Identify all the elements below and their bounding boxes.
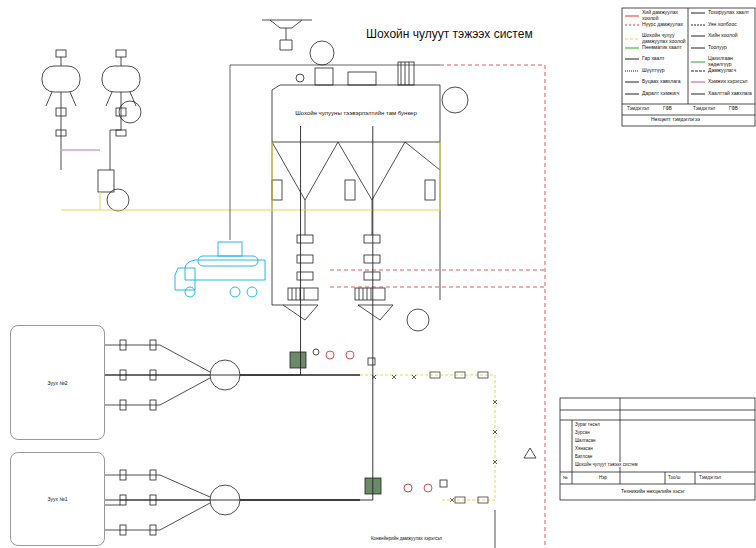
legend-swatch <box>690 59 706 65</box>
legend-swatch <box>624 68 640 74</box>
text-label: Шохойн чулуут тэжээх систем <box>574 462 639 467</box>
legend-text: Тоолуур <box>708 45 727 51</box>
legend-entry: Хаалттай хавхлага <box>690 91 754 97</box>
legend-entry: Шохойн чулуу дамжуулах хоолой <box>624 33 688 44</box>
legend-swatch <box>624 91 640 97</box>
legend-entry: Гар хаалт <box>624 56 688 62</box>
legend-swatch <box>690 10 706 16</box>
legend-swatch <box>624 45 640 51</box>
text-label: Тоо/ш <box>667 475 681 480</box>
legend-swatch <box>624 22 640 28</box>
legend-text: Уян холбоос <box>708 22 737 28</box>
text-label: Зураг төсөл <box>574 422 601 427</box>
legend-text: Хаалттай хавхлага <box>708 91 752 97</box>
legend-swatch <box>690 22 706 28</box>
text-label: Шалгасан <box>574 438 597 443</box>
legend-text: Хий дамжуулах хоолой <box>642 10 688 21</box>
legend-entry: Тохируулах хаалт <box>690 10 754 16</box>
legend-swatch <box>690 33 706 39</box>
text-label: № <box>562 475 569 480</box>
legend-swatch <box>624 56 640 62</box>
pipe-connector <box>105 126 373 500</box>
legend-entry: Дамжуулагч <box>690 68 754 74</box>
legend-entry: Шүүлтүүр <box>624 68 688 74</box>
text-label: Техникийн нөхцөлийн хэсэг <box>620 489 686 495</box>
legend-text: Гар хаалт <box>642 56 665 62</box>
node-label: Зуух №2 <box>47 380 67 386</box>
legend-entry: Пневматик хаалт <box>624 45 688 51</box>
legend-text: Хийн хоолой <box>708 33 738 39</box>
legend-entry: Хэмжих хэрэгсэл <box>690 79 754 85</box>
node-label: Шохойн чулууны тээвэрлэлтийн там бункер <box>295 110 417 116</box>
furnace-box: Зуух №1 <box>10 452 105 546</box>
text-label: ГФВ <box>728 106 739 111</box>
legend-text: Хэмжих хэрэгсэл <box>708 79 747 85</box>
legend-text: Нүүрс дамжуулах <box>642 22 683 28</box>
text-label: Нэр <box>598 475 608 480</box>
text-label: Батлсан <box>574 454 593 459</box>
legend-entry: Цахилгаан хөдөлгүүр <box>690 56 754 67</box>
legend-swatch <box>690 79 706 85</box>
legend-entry: Хийн хоолой <box>690 33 754 39</box>
legend-text: Тохируулах хаалт <box>708 10 749 16</box>
legend-entry: Уян холбоос <box>690 22 754 28</box>
legend-swatch <box>690 91 706 97</box>
legend-text: Дамжуулагч <box>708 68 736 74</box>
text-label: Зурсан <box>574 430 591 435</box>
legend-text: Шохойн чулуу дамжуулах хоолой <box>642 33 688 44</box>
legend-swatch <box>690 68 706 74</box>
legend-entry: Тоолуур <box>690 45 754 51</box>
text-label: ГФВ <box>662 106 673 111</box>
legend-text: Даралт хэмжигч <box>642 91 679 97</box>
pipe-connector <box>105 126 301 375</box>
legend-swatch <box>624 13 640 19</box>
text-label: Тэмдэглэл <box>626 106 650 111</box>
legend-text: Буцаах хавхлага <box>642 79 681 85</box>
legend-entry: Буцаах хавхлага <box>624 79 688 85</box>
node-label: Зуух №1 <box>47 496 67 502</box>
text-label: Тэмдэглэл <box>692 106 716 111</box>
legend-text: Цахилгаан хөдөлгүүр <box>708 56 754 67</box>
legend-text: Шүүлтүүр <box>642 68 665 74</box>
legend-text: Пневматик хаалт <box>642 45 682 51</box>
text-label: Тэмдэглэл <box>698 475 722 480</box>
bunker-box: Шохойн чулууны тээвэрлэлтийн там бункер <box>272 100 440 126</box>
legend-entry: Даралт хэмжигч <box>624 91 688 97</box>
furnace-box: Зуух №2 <box>10 325 105 440</box>
text-label: Конвейерийн дамжуулах хэрэгсэл <box>370 536 443 541</box>
text-label: Хянасан <box>574 446 594 451</box>
legend-entry: Хий дамжуулах хоолой <box>624 10 688 21</box>
diagram-title: Шохойн чулуут тэжээх систем <box>365 28 534 42</box>
text-label: Нөхцөлт тэмдэглэгээ <box>650 117 701 123</box>
legend-swatch <box>690 45 706 51</box>
legend-swatch <box>624 79 640 85</box>
legend-swatch <box>624 36 640 42</box>
legend-entry: Нүүрс дамжуулах <box>624 22 688 28</box>
